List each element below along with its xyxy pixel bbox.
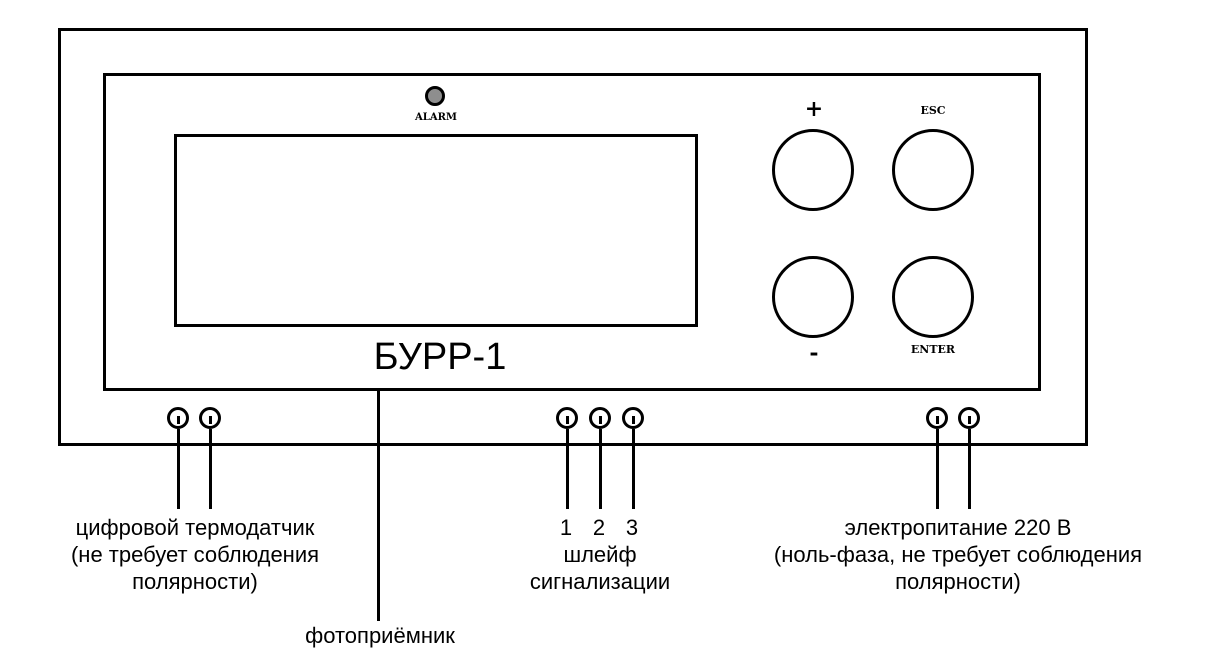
thermo-caption-line1: цифровой термодатчик	[75, 515, 315, 540]
plus-button[interactable]	[772, 129, 854, 211]
photoreceiver-caption: фотоприёмник	[305, 623, 455, 648]
power-caption-line3: полярности)	[895, 569, 1021, 594]
power-caption-line2: (ноль-фаза, не требует соблюдения	[773, 542, 1143, 567]
thermo-caption-line3: полярности)	[132, 569, 258, 594]
thermo-terminal-icon	[199, 407, 221, 429]
loop-terminal-3-icon	[622, 407, 644, 429]
thermo-lead	[209, 429, 212, 509]
loop-caption-line1: шлейф	[563, 542, 637, 567]
power-caption-line1: электропитание 220 В	[844, 515, 1072, 540]
loop-terminal-1-label: 1	[559, 515, 573, 540]
alarm-label: ALARM	[415, 112, 457, 123]
loop-lead-2	[599, 429, 602, 509]
loop-caption-line2: сигнализации	[529, 569, 671, 594]
lcd-display	[174, 134, 698, 327]
plus-button-label: +	[804, 96, 824, 122]
loop-lead-1	[566, 429, 569, 509]
minus-button-label: -	[809, 340, 819, 366]
power-lead	[936, 429, 939, 509]
thermo-terminal-icon	[167, 407, 189, 429]
loop-lead-3	[632, 429, 635, 509]
front-panel	[103, 73, 1041, 391]
alarm-led-icon	[425, 86, 445, 106]
loop-terminal-2-label: 2	[592, 515, 606, 540]
power-terminal-icon	[926, 407, 948, 429]
esc-button-label: ESC	[920, 104, 946, 117]
device-housing	[58, 28, 1088, 446]
minus-button[interactable]	[772, 256, 854, 338]
enter-button-label: ENTER	[910, 343, 956, 356]
esc-button[interactable]	[892, 129, 974, 211]
enter-button[interactable]	[892, 256, 974, 338]
thermo-lead	[177, 429, 180, 509]
photoreceiver-lead	[377, 391, 380, 621]
loop-terminal-2-icon	[589, 407, 611, 429]
model-title: БУРР-1	[373, 336, 507, 378]
loop-terminal-1-icon	[556, 407, 578, 429]
loop-terminal-3-label: 3	[625, 515, 639, 540]
power-lead	[968, 429, 971, 509]
thermo-caption-line2: (не требует соблюдения	[70, 542, 320, 567]
power-terminal-icon	[958, 407, 980, 429]
